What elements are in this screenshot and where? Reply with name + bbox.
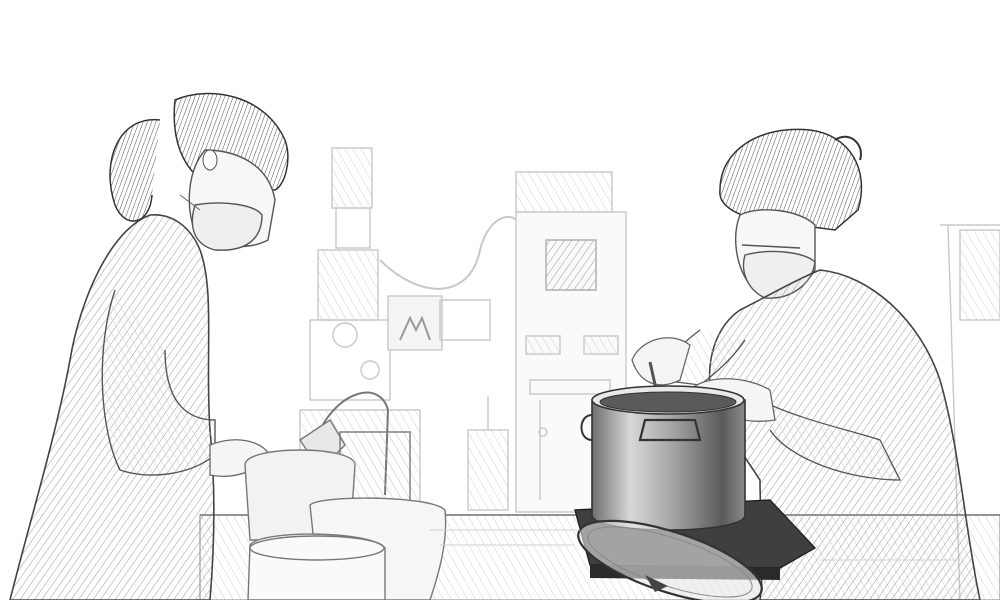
shadow-strokes xyxy=(430,529,960,561)
stock-pot xyxy=(580,385,746,531)
pot-handle-icon xyxy=(638,418,702,442)
glasses-icon xyxy=(741,244,801,249)
glass-lid xyxy=(577,519,763,600)
background-lab-equipment xyxy=(299,147,1000,600)
lab-containers xyxy=(244,431,447,600)
face-mask-icon xyxy=(191,202,263,251)
